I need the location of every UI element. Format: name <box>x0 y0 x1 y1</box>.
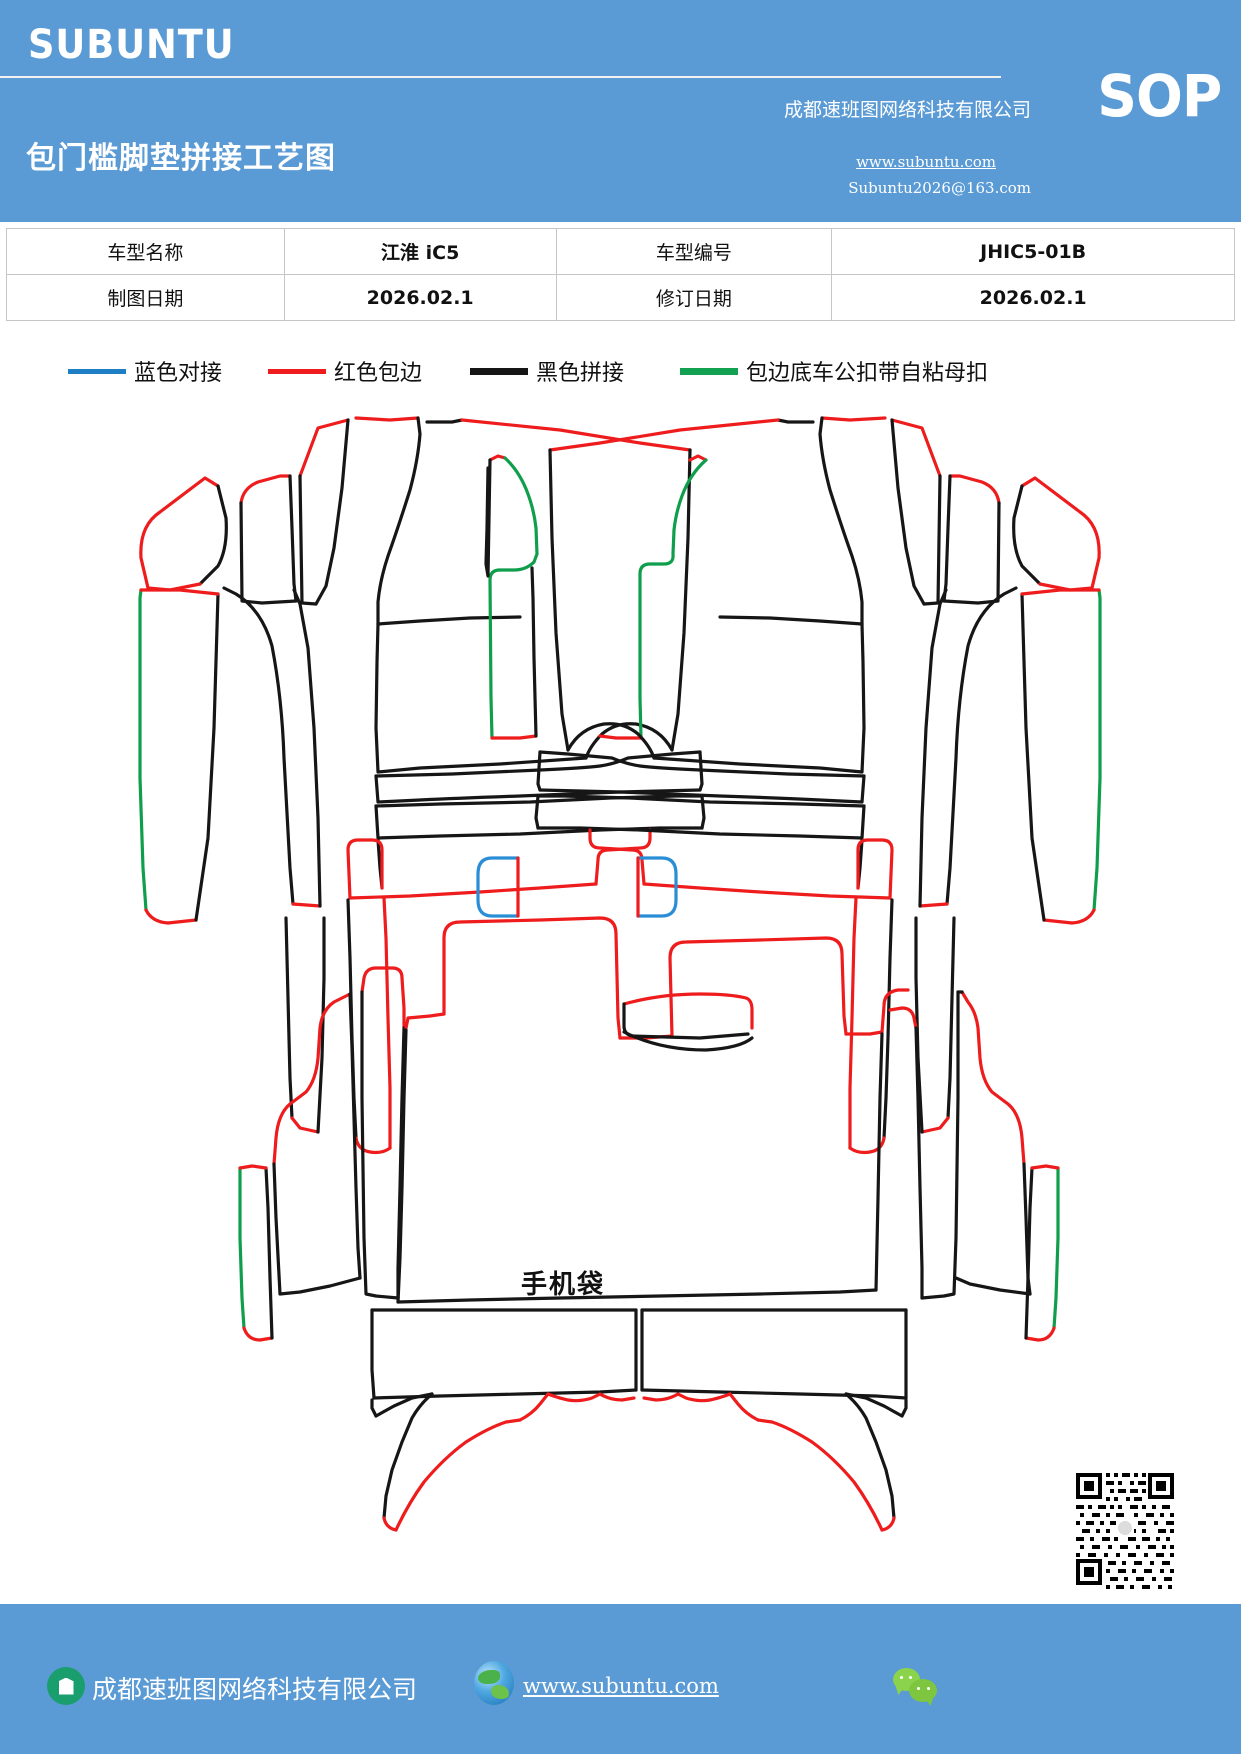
footer-company-name: 成都速班图网络科技有限公司 <box>92 1675 418 1704</box>
front-right-band-upper <box>536 750 866 804</box>
rear-main-mat-body <box>396 1028 884 1304</box>
rear-main-mat-outline <box>404 916 910 1040</box>
footer-website-link[interactable]: www.subuntu.com <box>523 1674 719 1698</box>
wechat-icon <box>893 1668 939 1702</box>
front-right-band-lower <box>534 794 866 840</box>
front-left-sill-strip <box>139 476 228 592</box>
row1-value-model-code: JHIC5-01B <box>831 228 1235 275</box>
document-footer <box>0 1604 1241 1754</box>
legend-label-red: 红色包边 <box>334 361 423 386</box>
header-divider <box>0 76 1001 78</box>
rear-bottom-right-panel <box>640 1308 908 1400</box>
rear-right-wing <box>642 1392 908 1532</box>
front-right-bottom-bracket <box>588 828 894 900</box>
rear-right-vertical-piece <box>888 990 960 1300</box>
globe-icon <box>474 1661 514 1705</box>
mat-pattern-svg <box>138 416 1102 1532</box>
row2-value-draw-date: 2026.02.1 <box>283 274 557 321</box>
phone-pocket-label: 手机袋 <box>521 1270 606 1300</box>
line-swatch-blue-icon <box>68 368 126 374</box>
legend-item-blue: 蓝色对接 <box>68 355 222 387</box>
legend-label-black: 黑色拼接 <box>536 361 625 386</box>
front-left-inner-strip <box>222 586 322 908</box>
table-row: 制图日期 2026.02.1 修订日期 2026.02.1 <box>6 274 1235 321</box>
table-row: 车型名称 江淮 iC5 车型编号 JHIC5-01B <box>6 228 1235 275</box>
front-right-secondary-piece <box>890 418 942 606</box>
sop-badge: SOP <box>1097 62 1223 130</box>
legend-item-green: 包边底车公扣带自粘母扣 <box>680 355 988 387</box>
rear-bottom-left-panel <box>370 1308 638 1400</box>
front-center-second-piece <box>598 454 708 740</box>
front-left-heel-extension <box>284 916 326 1134</box>
front-center-hook-piece <box>484 454 539 740</box>
front-left-outer-strip <box>138 588 220 925</box>
front-right-pillar-piece <box>942 474 1001 605</box>
legend-item-red: 红色包边 <box>268 355 422 387</box>
row2-label-revision-date: 修订日期 <box>555 274 833 321</box>
line-swatch-black-icon <box>470 367 528 375</box>
row1-value-model-name: 江淮 iC5 <box>283 228 557 275</box>
brand-logo: SUBUNTU <box>28 22 235 68</box>
front-right-inner-strip <box>918 586 1018 908</box>
rear-left-sill-strip <box>238 1164 274 1342</box>
row1-label-model-code: 车型编号 <box>555 228 833 275</box>
header-website-link[interactable]: www.subuntu.com <box>856 153 996 171</box>
page-title: 包门槛脚垫拼接工艺图 <box>26 141 336 176</box>
legend-label-blue: 蓝色对接 <box>134 361 223 386</box>
rear-center-console-notch <box>622 992 754 1052</box>
rear-right-arch-piece <box>954 990 1032 1296</box>
rear-left-wing <box>370 1392 636 1532</box>
phone-pocket-left-bracket <box>476 856 520 918</box>
row2-label-draw-date: 制图日期 <box>6 274 285 321</box>
legend: 蓝色对接 红色包边 黑色拼接 包边底车公扣带自粘母扣 <box>0 355 1241 403</box>
vehicle-info-table: 车型名称 江淮 iC5 车型编号 JHIC5-01B 制图日期 2026.02.… <box>6 228 1235 321</box>
header-email: Subuntu2026@163.com <box>848 179 1031 197</box>
technical-drawing-area: 手机袋 <box>0 398 1241 1603</box>
row2-value-revision-date: 2026.02.1 <box>831 274 1235 321</box>
rear-right-sill-strip <box>1024 1164 1060 1342</box>
rear-left-arch-piece <box>272 992 362 1296</box>
front-right-sill-strip <box>1012 476 1101 592</box>
front-left-bottom-bracket <box>346 828 652 900</box>
building-icon <box>47 1667 85 1705</box>
front-right-heel-extension <box>914 916 956 1134</box>
front-left-pillar-piece <box>239 474 298 605</box>
front-right-bottom-tail <box>848 896 894 1155</box>
front-right-main-mat <box>548 416 887 774</box>
qr-code-icon <box>1065 1460 1185 1598</box>
document-header: SUBUNTU 包门槛脚垫拼接工艺图 SOP 成都速班图网络科技有限公司 www… <box>0 0 1241 222</box>
phone-pocket-right-bracket <box>636 856 678 918</box>
legend-label-green: 包边底车公扣带自粘母扣 <box>746 361 989 386</box>
front-left-secondary-piece <box>298 418 350 606</box>
line-swatch-red-icon <box>268 368 326 374</box>
line-swatch-green-icon <box>680 367 738 375</box>
rear-left-vertical-piece <box>360 966 406 1300</box>
front-right-outer-strip <box>1020 588 1102 925</box>
legend-item-black: 黑色拼接 <box>470 355 624 387</box>
row1-label-model-name: 车型名称 <box>6 228 285 275</box>
header-company-name: 成都速班图网络科技有限公司 <box>783 99 1031 121</box>
